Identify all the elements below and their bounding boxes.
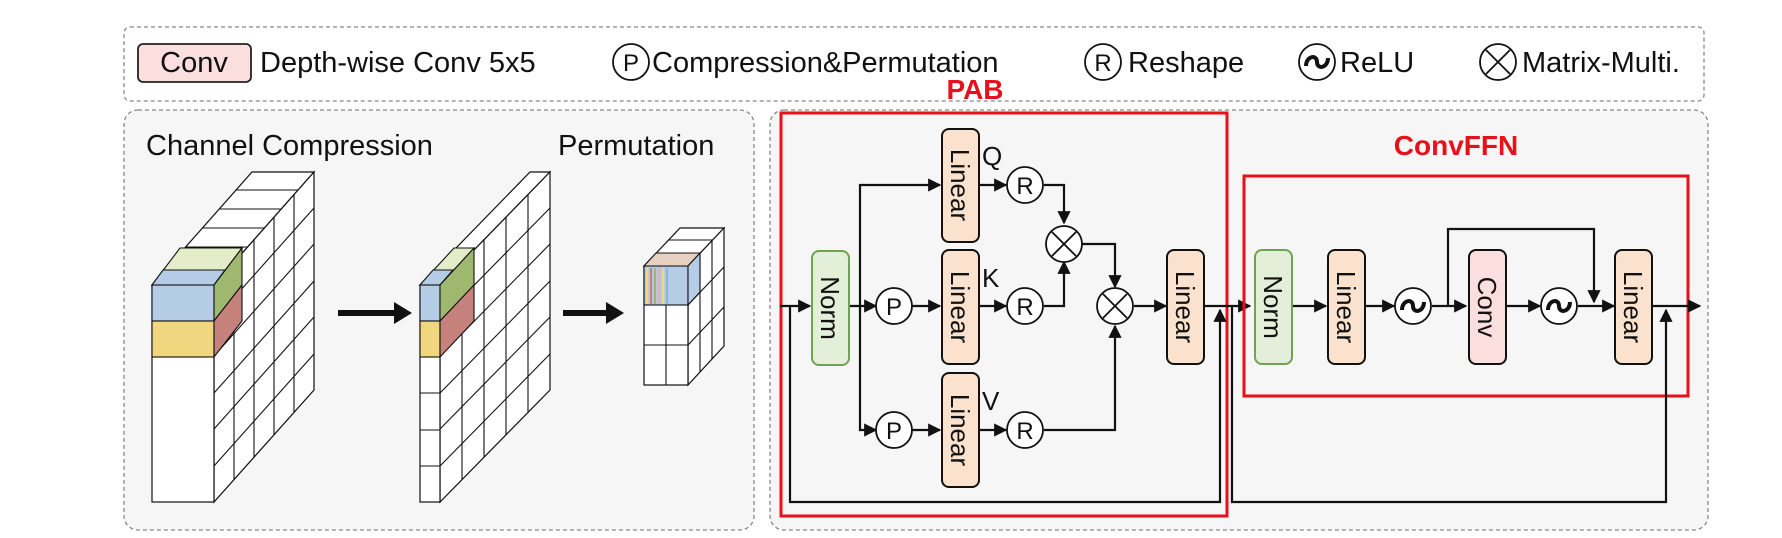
left-panel: Channel Compression Permutation (123, 109, 755, 531)
pab-linear-v-label: Linear (945, 394, 975, 467)
pab-norm-label: Norm (815, 276, 845, 340)
convffn-norm: Norm (1254, 249, 1293, 365)
convffn-norm-label: Norm (1258, 275, 1288, 339)
legend-r-icon (1084, 43, 1122, 81)
pab-p-icon-k: P (875, 287, 913, 325)
legend-matmul-desc: Matrix-Multi. (1522, 47, 1680, 79)
pab-linear-out: Linear (1166, 249, 1205, 365)
pab-p-icon-v: P (875, 411, 913, 449)
channel-compression-title: Channel Compression (146, 130, 433, 162)
pab-r-icon-k: R (1006, 287, 1044, 325)
relu-icon-1 (1394, 287, 1432, 325)
k-label: K (982, 263, 1000, 293)
pab-r-symbol-v: R (1016, 418, 1033, 445)
legend: Conv Depth-wise Conv 5x5 P Compression&P… (123, 26, 1705, 102)
arrow-2 (563, 302, 624, 324)
convffn-connections (1230, 227, 1702, 504)
convffn-block: ConvFFN Norm Linear Conv (1230, 130, 1702, 504)
pab-linear-out-label: Linear (1170, 271, 1200, 344)
legend-relu-desc: ReLU (1340, 47, 1414, 79)
arrow-1 (338, 302, 412, 324)
legend-conv-desc: Depth-wise Conv 5x5 (260, 47, 536, 79)
matmul-icon-qk (1045, 225, 1083, 263)
q-label: Q (982, 141, 1002, 171)
convffn-frame (1242, 174, 1690, 398)
convffn-linear-out-label: Linear (1618, 271, 1648, 344)
pab-r-icon-q: R (1006, 166, 1044, 204)
legend-p-icon (612, 43, 650, 81)
pab-r-symbol-k: R (1016, 294, 1033, 321)
pab-linear-k: Linear (941, 249, 980, 365)
pab-p-symbol-k: P (886, 294, 902, 321)
legend-conv-label: Conv (160, 47, 228, 79)
legend-p-desc: Compression&Permutation (652, 47, 999, 79)
feature-cube-compressed (418, 170, 552, 504)
legend-matmul-icon (1479, 43, 1517, 81)
matmul-icon-v (1096, 287, 1134, 325)
pab-linear-q: Linear (941, 128, 980, 243)
pab-r-icon-v: R (1006, 411, 1044, 449)
convffn-linear-out: Linear (1614, 249, 1653, 365)
pab-frame (779, 111, 1229, 518)
pab-title: PAB (946, 74, 1003, 105)
pab-block: PAB Norm Linear Q (779, 74, 1252, 518)
permutation-title: Permutation (558, 130, 714, 162)
feature-cube-large (150, 170, 316, 504)
convffn-title: ConvFFN (1394, 130, 1518, 161)
relu-icon-2 (1540, 287, 1578, 325)
legend-relu-icon (1298, 43, 1336, 81)
v-label: V (982, 386, 1000, 416)
legend-r-desc: Reshape (1128, 47, 1244, 79)
convffn-conv: Conv (1468, 249, 1507, 365)
pab-norm: Norm (811, 250, 850, 366)
pab-p-symbol-v: P (886, 418, 902, 445)
legend-conv-box (137, 43, 252, 83)
pab-linear-q-label: Linear (945, 149, 975, 222)
legend-p-symbol: P (623, 50, 639, 77)
convffn-conv-label: Conv (1472, 277, 1502, 338)
convffn-linear-in: Linear (1327, 249, 1366, 365)
pab-linear-v: Linear (941, 372, 980, 488)
pab-connections (780, 178, 1252, 504)
pab-r-symbol-q: R (1016, 173, 1033, 200)
convffn-linear-in-label: Linear (1331, 271, 1361, 344)
pab-linear-k-label: Linear (945, 271, 975, 344)
feature-cube-permuted (642, 226, 726, 387)
legend-r-symbol: R (1094, 50, 1111, 77)
